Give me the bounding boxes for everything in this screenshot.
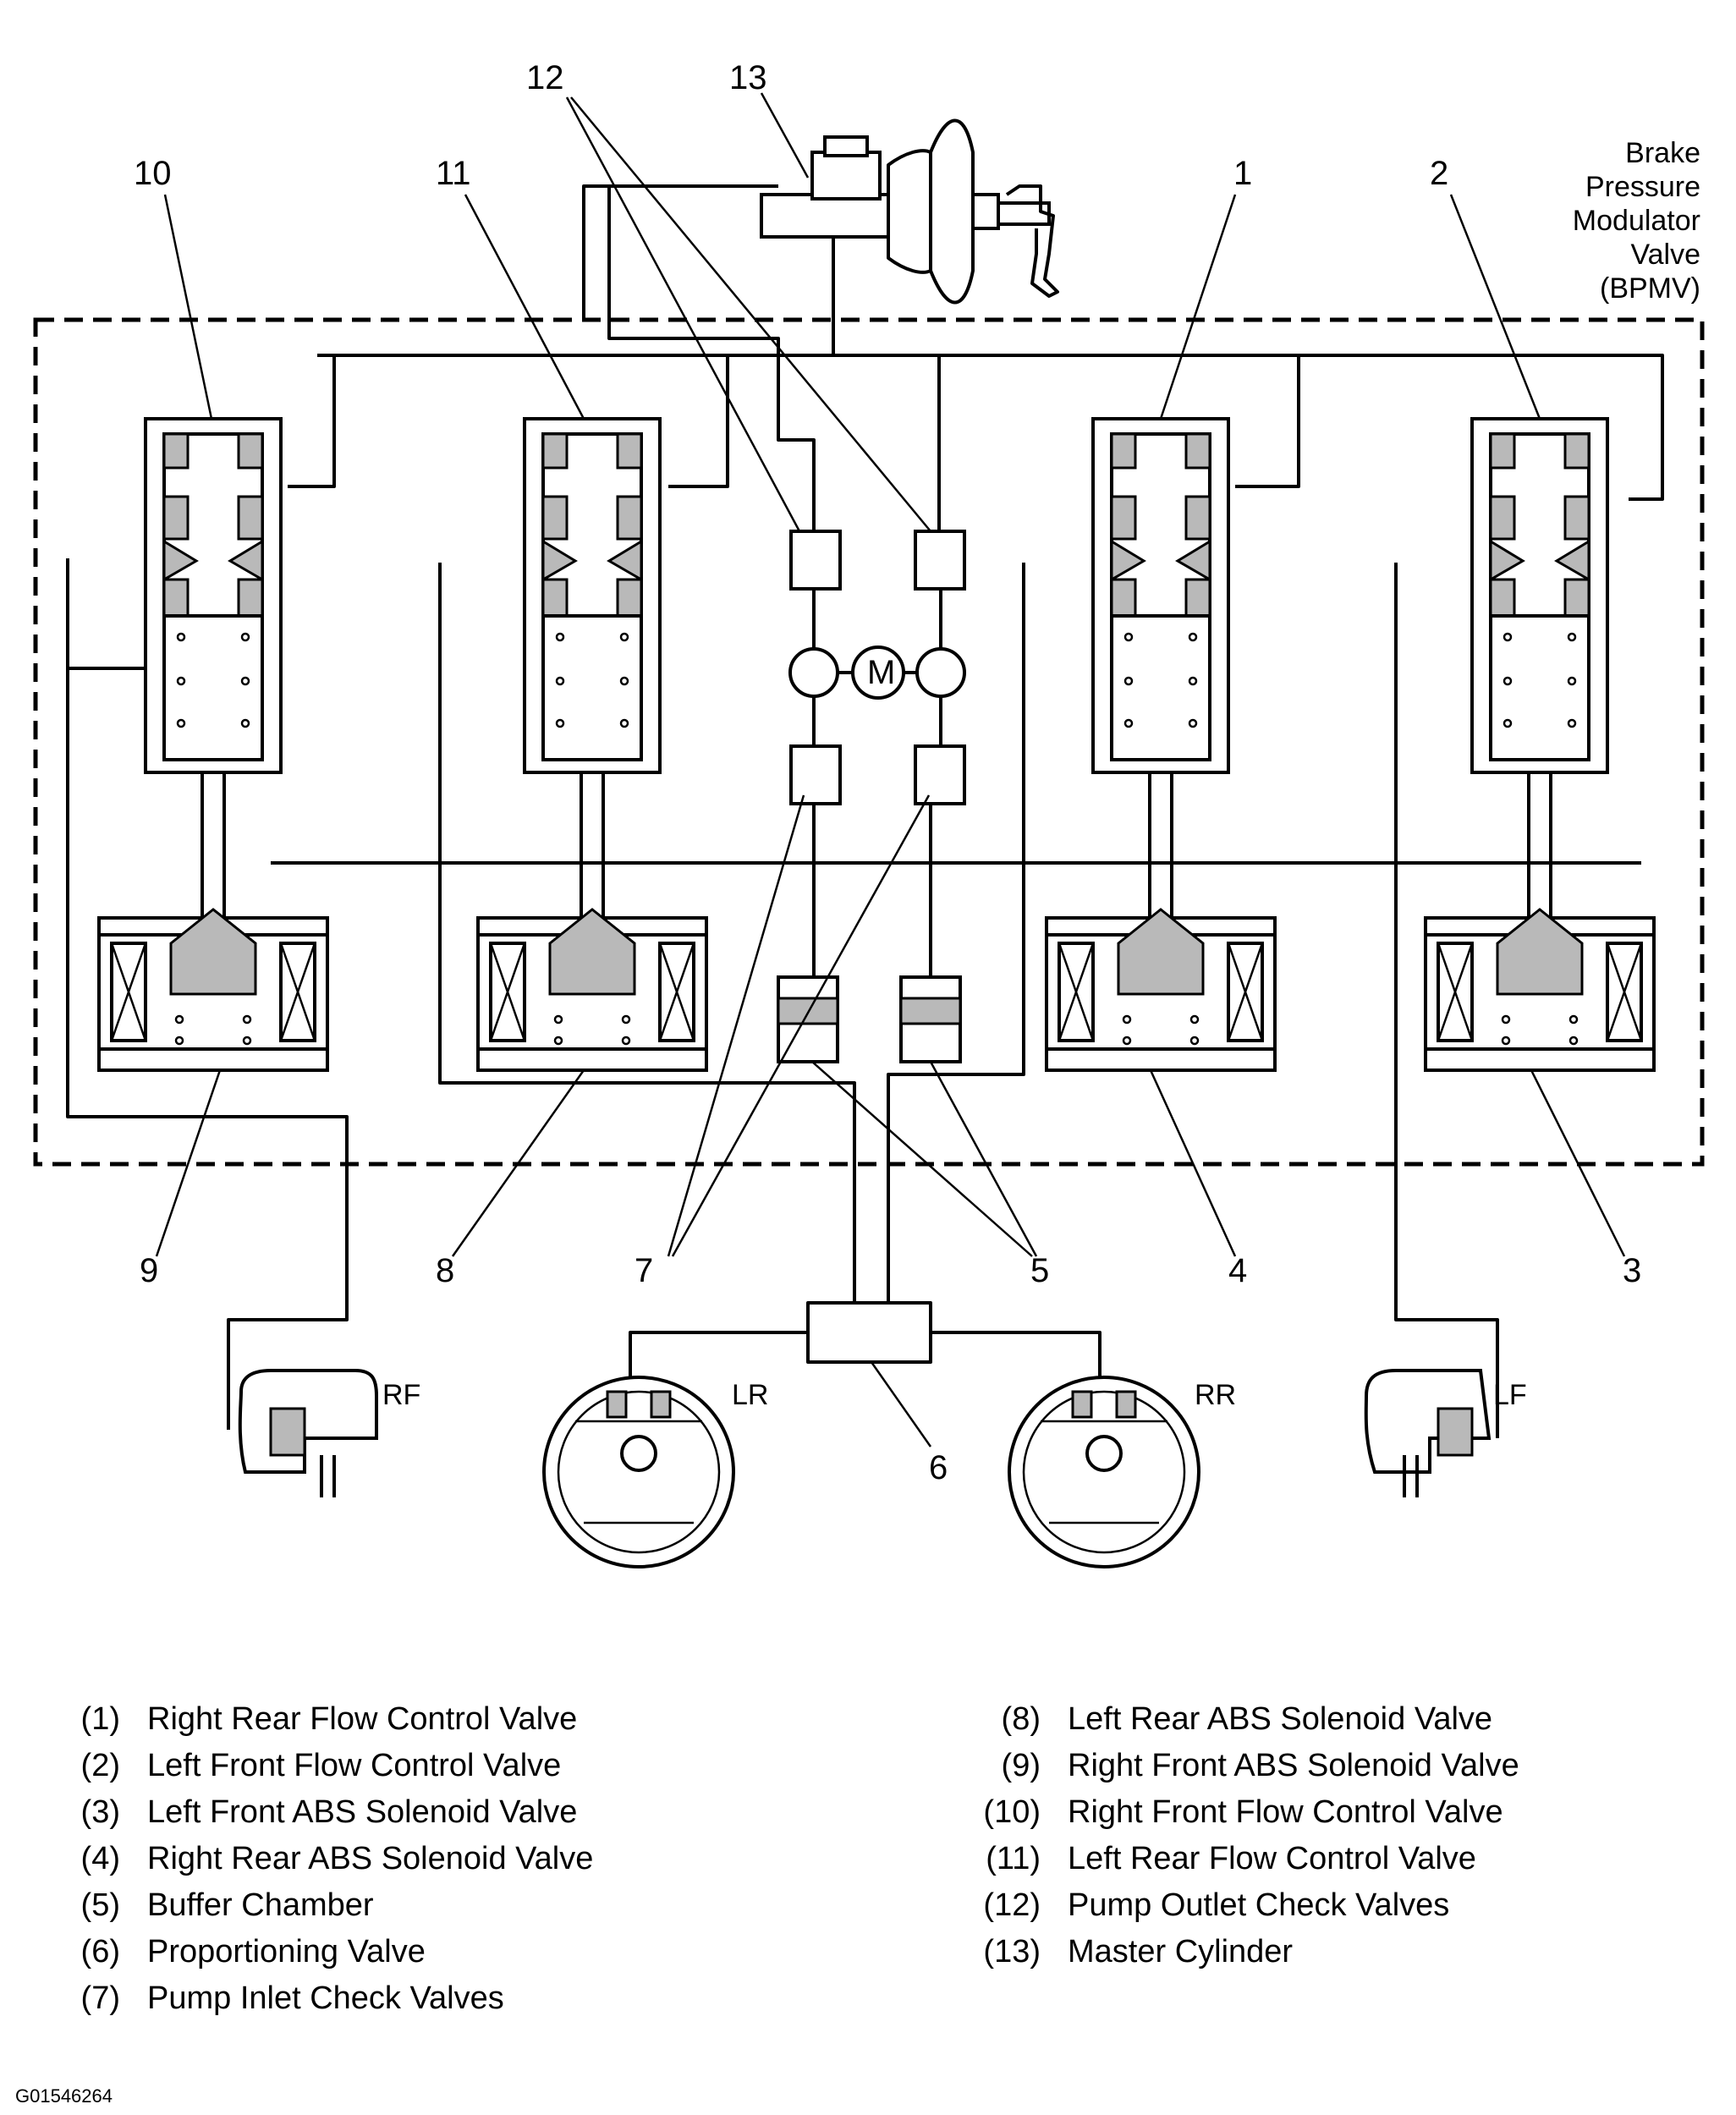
legend-text: Buffer Chamber — [147, 1887, 374, 1923]
callout-9: 9 — [140, 1252, 158, 1289]
legend-text: Master Cylinder — [1068, 1934, 1294, 1969]
bpmv-boundary — [33, 317, 1705, 1167]
legend-num: (1) — [80, 1701, 120, 1737]
wheel-label-lf: LF — [1493, 1379, 1527, 1411]
legend-item: (3) Left Front ABS Solenoid Valve — [44, 1789, 593, 1836]
legend-num: (8) — [1001, 1701, 1041, 1737]
module-rf — [97, 417, 329, 1072]
legend-num: (13) — [983, 1934, 1041, 1969]
pump-motor-label: M — [867, 654, 895, 691]
callout-1: 1 — [1233, 155, 1252, 192]
bpmv-label-line1: Brake — [1625, 137, 1700, 169]
callout-10: 10 — [134, 155, 172, 192]
wheel-label-rr: RR — [1195, 1379, 1236, 1411]
legend-num: (6) — [80, 1934, 120, 1969]
abs-hydraulic-diagram: M — [33, 59, 1705, 1568]
legend-text: Pump Outlet Check Valves — [1068, 1887, 1450, 1923]
legend-item: (2) Left Front Flow Control Valve — [44, 1743, 593, 1789]
legend-num: (2) — [80, 1748, 120, 1783]
callout-13: 13 — [729, 59, 767, 96]
legend-item: (6) Proportioning Valve — [44, 1929, 593, 1975]
legend-item: (8) Left Rear ABS Solenoid Valve — [964, 1696, 1519, 1743]
legend-num: (9) — [1001, 1748, 1041, 1783]
bpmv-label-line4: Valve — [1630, 239, 1700, 271]
pump-assembly: M — [777, 530, 966, 1063]
legend-item: (1) Right Rear Flow Control Valve — [44, 1696, 593, 1743]
legend-num: (11) — [986, 1841, 1041, 1876]
bpmv-label-line3: Modulator — [1573, 205, 1700, 237]
wheel-lr — [542, 1376, 735, 1568]
legend-item: (5) Buffer Chamber — [44, 1882, 593, 1929]
legend-item: (11) Left Rear Flow Control Valve — [964, 1836, 1519, 1882]
legend-text: Left Rear Flow Control Valve — [1068, 1841, 1476, 1876]
legend-right: (8) Left Rear ABS Solenoid Valve (9) Right… — [964, 1696, 1519, 1975]
figure-id: G01546264 — [15, 2085, 113, 2107]
bpmv-label-line2: Pressure — [1585, 171, 1700, 203]
wheel-label-lr: LR — [732, 1379, 768, 1411]
callout-2: 2 — [1430, 155, 1448, 192]
legend-item: (9) Right Front ABS Solenoid Valve — [964, 1743, 1519, 1789]
legend-num: (4) — [80, 1841, 120, 1876]
wheel-rf — [238, 1369, 378, 1497]
legend-item: (13) Master Cylinder — [964, 1929, 1519, 1975]
legend-text: Left Front Flow Control Valve — [147, 1748, 562, 1783]
legend-text: Right Front ABS Solenoid Valve — [1068, 1748, 1519, 1783]
leader-lines — [155, 92, 1626, 1448]
legend-num: (3) — [80, 1794, 120, 1830]
legend-text: Right Rear ABS Solenoid Valve — [147, 1841, 594, 1876]
legend-num: (7) — [80, 1980, 120, 2016]
callout-5: 5 — [1030, 1252, 1049, 1289]
callout-11: 11 — [436, 155, 471, 192]
legend-item: (7) Pump Inlet Check Valves — [44, 1975, 593, 2022]
wheel-rr — [1008, 1376, 1200, 1568]
legend-item: (12) Pump Outlet Check Valves — [964, 1882, 1519, 1929]
callout-8: 8 — [436, 1252, 454, 1289]
legend-text: Proportioning Valve — [147, 1934, 426, 1969]
module-rr — [1045, 417, 1277, 1072]
callout-12: 12 — [526, 59, 564, 96]
master-cylinder — [760, 118, 1059, 305]
legend-num: (12) — [983, 1887, 1041, 1923]
bpmv-label-line5: (BPMV) — [1600, 272, 1700, 305]
brake-lines — [66, 184, 1664, 1438]
legend-text: Pump Inlet Check Valves — [147, 1980, 504, 2016]
callout-6: 6 — [929, 1449, 948, 1486]
legend-left: (1) Right Rear Flow Control Valve (2) Left… — [44, 1696, 594, 2022]
legend-text: Right Front Flow Control Valve — [1068, 1794, 1503, 1830]
legend-text: Left Front ABS Solenoid Valve — [147, 1794, 578, 1830]
callout-4: 4 — [1228, 1252, 1247, 1289]
legend-text: Left Rear ABS Solenoid Valve — [1068, 1701, 1493, 1737]
callout-7: 7 — [635, 1252, 653, 1289]
legend-item: (4) Right Rear ABS Solenoid Valve — [44, 1836, 594, 1882]
legend-item: (10) Right Front Flow Control Valve — [964, 1789, 1519, 1836]
callout-3: 3 — [1623, 1252, 1641, 1289]
module-lf — [1424, 417, 1656, 1072]
legend-num: (10) — [983, 1794, 1041, 1830]
module-lr — [476, 417, 708, 1072]
wheel-lf — [1364, 1369, 1492, 1497]
legend-num: (5) — [80, 1887, 120, 1923]
legend-text: Right Rear Flow Control Valve — [147, 1701, 578, 1737]
wheel-label-rf: RF — [382, 1379, 420, 1411]
